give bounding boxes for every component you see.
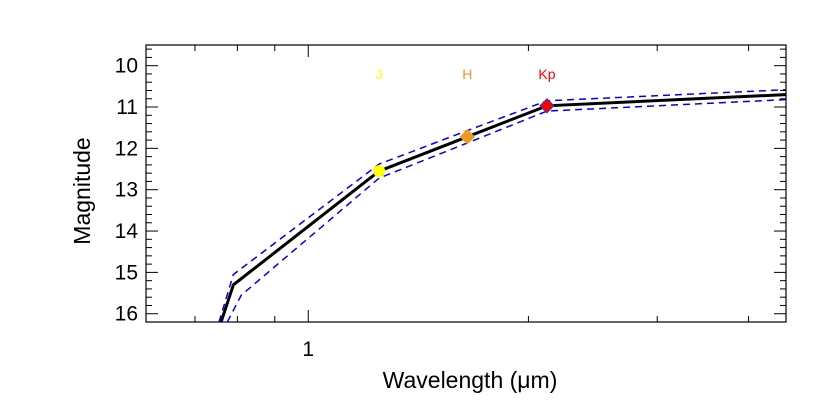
- y-tick-label: 12: [115, 137, 138, 160]
- series-line-model: [219, 93, 786, 322]
- band-marker: [539, 98, 555, 114]
- x-tick-label: 1: [302, 338, 314, 361]
- band-point-kp: Kp: [538, 66, 556, 114]
- band-label: H: [462, 66, 472, 82]
- plot-border: [145, 44, 787, 323]
- y-tick-label: 13: [115, 179, 138, 202]
- y-tick-label: 16: [115, 303, 138, 326]
- band-marker: [459, 129, 476, 145]
- y-tick-label: 11: [116, 96, 138, 119]
- x-axis-title: Wavelength (μm): [383, 367, 558, 393]
- y-tick-label: 10: [115, 55, 138, 78]
- band-marker: [373, 165, 386, 178]
- plot-frame: [145, 44, 787, 323]
- band-point-h: H: [459, 66, 476, 145]
- band-label: Kp: [538, 66, 555, 82]
- band-label: J: [376, 66, 383, 82]
- y-tick-label: 14: [115, 220, 139, 243]
- y-axis-title: Magnitude: [69, 137, 95, 244]
- series-layer: [218, 88, 786, 322]
- band-point-j: J: [373, 66, 386, 178]
- y-tick-label: 15: [115, 261, 138, 284]
- band-points-layer: J H Kp: [373, 66, 556, 178]
- series-line-upper-bound: [218, 88, 786, 322]
- series-line-lower-bound: [226, 98, 786, 322]
- ticks-layer: 10 11 12 13 14 15 16 1: [115, 45, 786, 361]
